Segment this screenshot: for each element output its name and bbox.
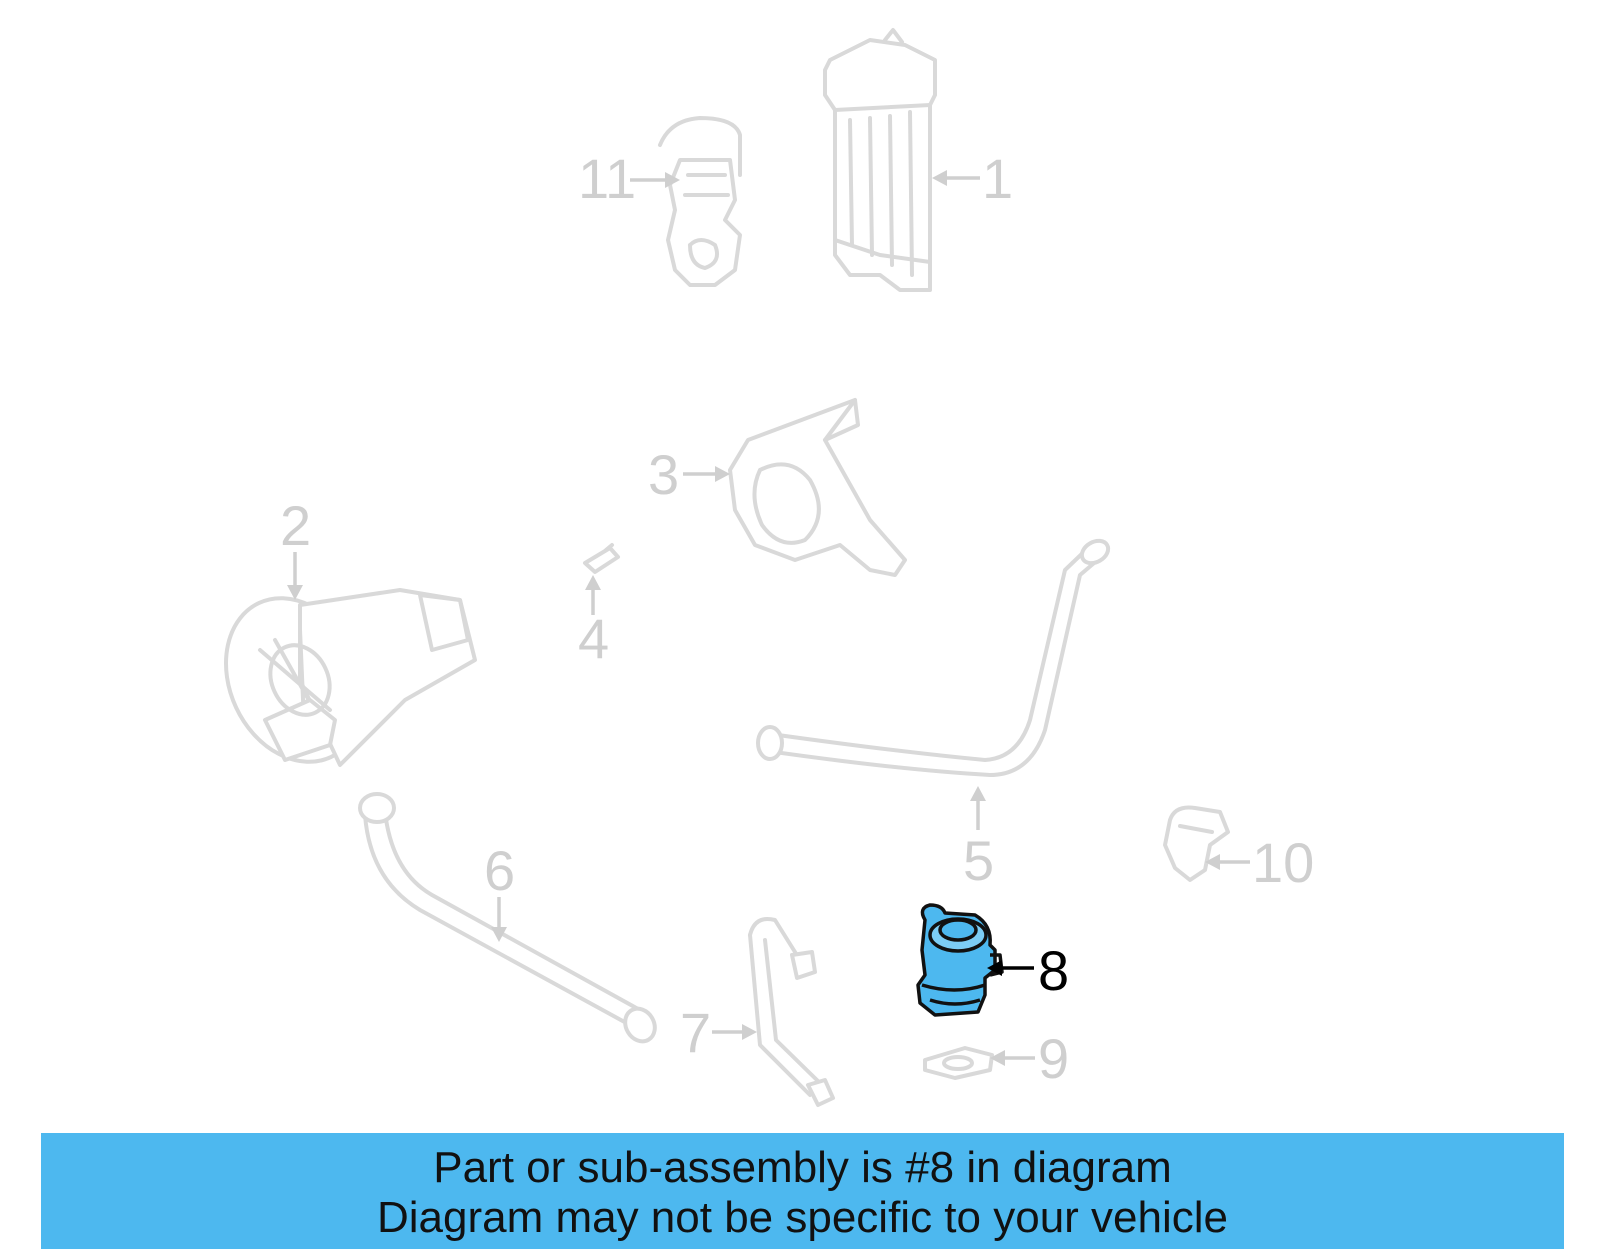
callout-9-label: 9 <box>1038 1027 1069 1090</box>
callout-7-label: 7 <box>680 1001 711 1064</box>
callout-3-label: 3 <box>648 443 679 506</box>
banner-line-1: Part or sub-assembly is #8 in diagram <box>433 1143 1172 1192</box>
callout-11-label: 11 <box>578 147 636 210</box>
part-1-tank <box>823 28 937 292</box>
info-banner: Part or sub-assembly is #8 in diagram Di… <box>41 1133 1564 1249</box>
callout-1-label: 1 <box>982 147 1013 210</box>
callout-1: 1 <box>932 147 1013 210</box>
part-9-gasket <box>923 1046 994 1080</box>
banner-line-2: Diagram may not be specific to your vehi… <box>376 1193 1229 1242</box>
callout-10-label: 10 <box>1252 831 1314 894</box>
part-6-hose <box>358 792 657 1044</box>
callout-10: 10 <box>1205 831 1314 894</box>
part-8-highlighted[interactable] <box>916 903 1004 1017</box>
part-11-valve <box>658 116 742 287</box>
part-2-air-pump <box>224 588 477 767</box>
callout-2: 2 <box>280 494 311 600</box>
part-5-hose <box>756 538 1111 777</box>
callout-11: 11 <box>578 147 680 210</box>
callout-5: 5 <box>963 786 994 892</box>
callout-4: 4 <box>578 575 609 670</box>
callout-6-label: 6 <box>484 839 515 902</box>
callout-2-label: 2 <box>280 494 311 557</box>
callout-8-highlighted: 8 <box>987 939 1069 1002</box>
part-10-sensor <box>1163 805 1230 882</box>
callout-4-label: 4 <box>578 607 609 670</box>
callout-8-label: 8 <box>1038 939 1069 1002</box>
callout-6: 6 <box>484 839 515 942</box>
callout-5-label: 5 <box>963 829 994 892</box>
callout-7: 7 <box>680 1001 757 1064</box>
callout-3: 3 <box>648 443 730 506</box>
callout-9: 9 <box>990 1027 1069 1090</box>
part-3-bracket <box>728 398 907 577</box>
part-7-pipe <box>748 917 835 1107</box>
part-4-clip <box>583 543 620 574</box>
